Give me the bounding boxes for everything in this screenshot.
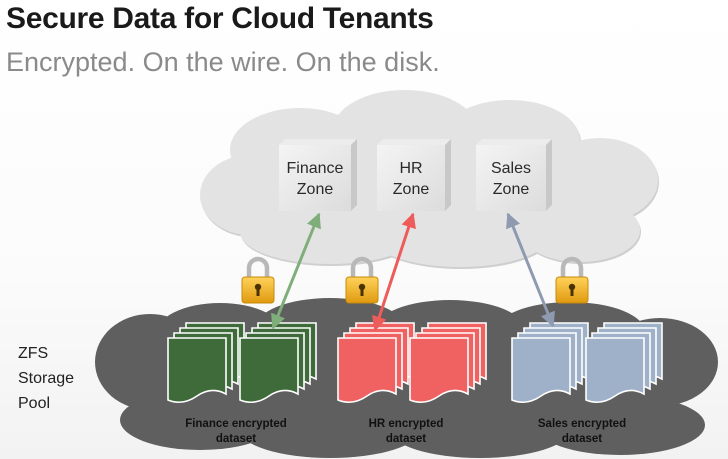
hr-zone-line1: HR <box>399 160 422 177</box>
padlock-icon <box>555 256 589 304</box>
slide-subtitle: Encrypted. On the wire. On the disk. <box>6 47 440 77</box>
finance-dataset-label-line2: dataset <box>216 433 256 445</box>
hr-zone: HR Zone <box>377 139 451 211</box>
hr-document-stack-icon <box>409 322 487 404</box>
sales-dataset-label-line1: Sales encrypted <box>538 418 626 430</box>
padlock-icon <box>345 256 379 304</box>
dataset-stacks <box>167 322 663 404</box>
slide-title: Secure Data for Cloud Tenants <box>6 2 434 35</box>
sales-zone-line1: Sales <box>491 160 531 177</box>
hr-document-stack-icon <box>337 322 415 404</box>
finance-zone-line2: Zone <box>297 181 334 198</box>
sales-document-stack-icon <box>585 322 663 404</box>
finance-zone: Finance Zone <box>279 139 357 211</box>
finance-link-arrow <box>271 212 321 330</box>
sales-zone-line2: Zone <box>493 181 530 198</box>
pool-label-line1: ZFS <box>18 345 48 362</box>
sales-dataset-label-line2: dataset <box>562 433 602 445</box>
finance-dataset-label-line1: Finance encrypted <box>185 418 287 430</box>
hr-link-arrow <box>372 212 416 332</box>
hr-zone-line2: Zone <box>393 181 430 198</box>
padlock-icon <box>241 256 275 304</box>
hr-dataset-label-line2: dataset <box>386 433 426 445</box>
finance-document-stack-icon <box>239 322 317 404</box>
finance-zone-line1: Finance <box>287 160 344 177</box>
sales-link-arrow <box>506 212 555 328</box>
pool-label-line3: Pool <box>18 395 50 412</box>
hr-dataset-label-line1: HR encrypted <box>369 418 444 430</box>
sales-zone: Sales Zone <box>476 139 552 211</box>
sales-document-stack-icon <box>511 322 589 404</box>
padlocks <box>241 256 589 304</box>
pool-label-line2: Storage <box>18 370 74 387</box>
